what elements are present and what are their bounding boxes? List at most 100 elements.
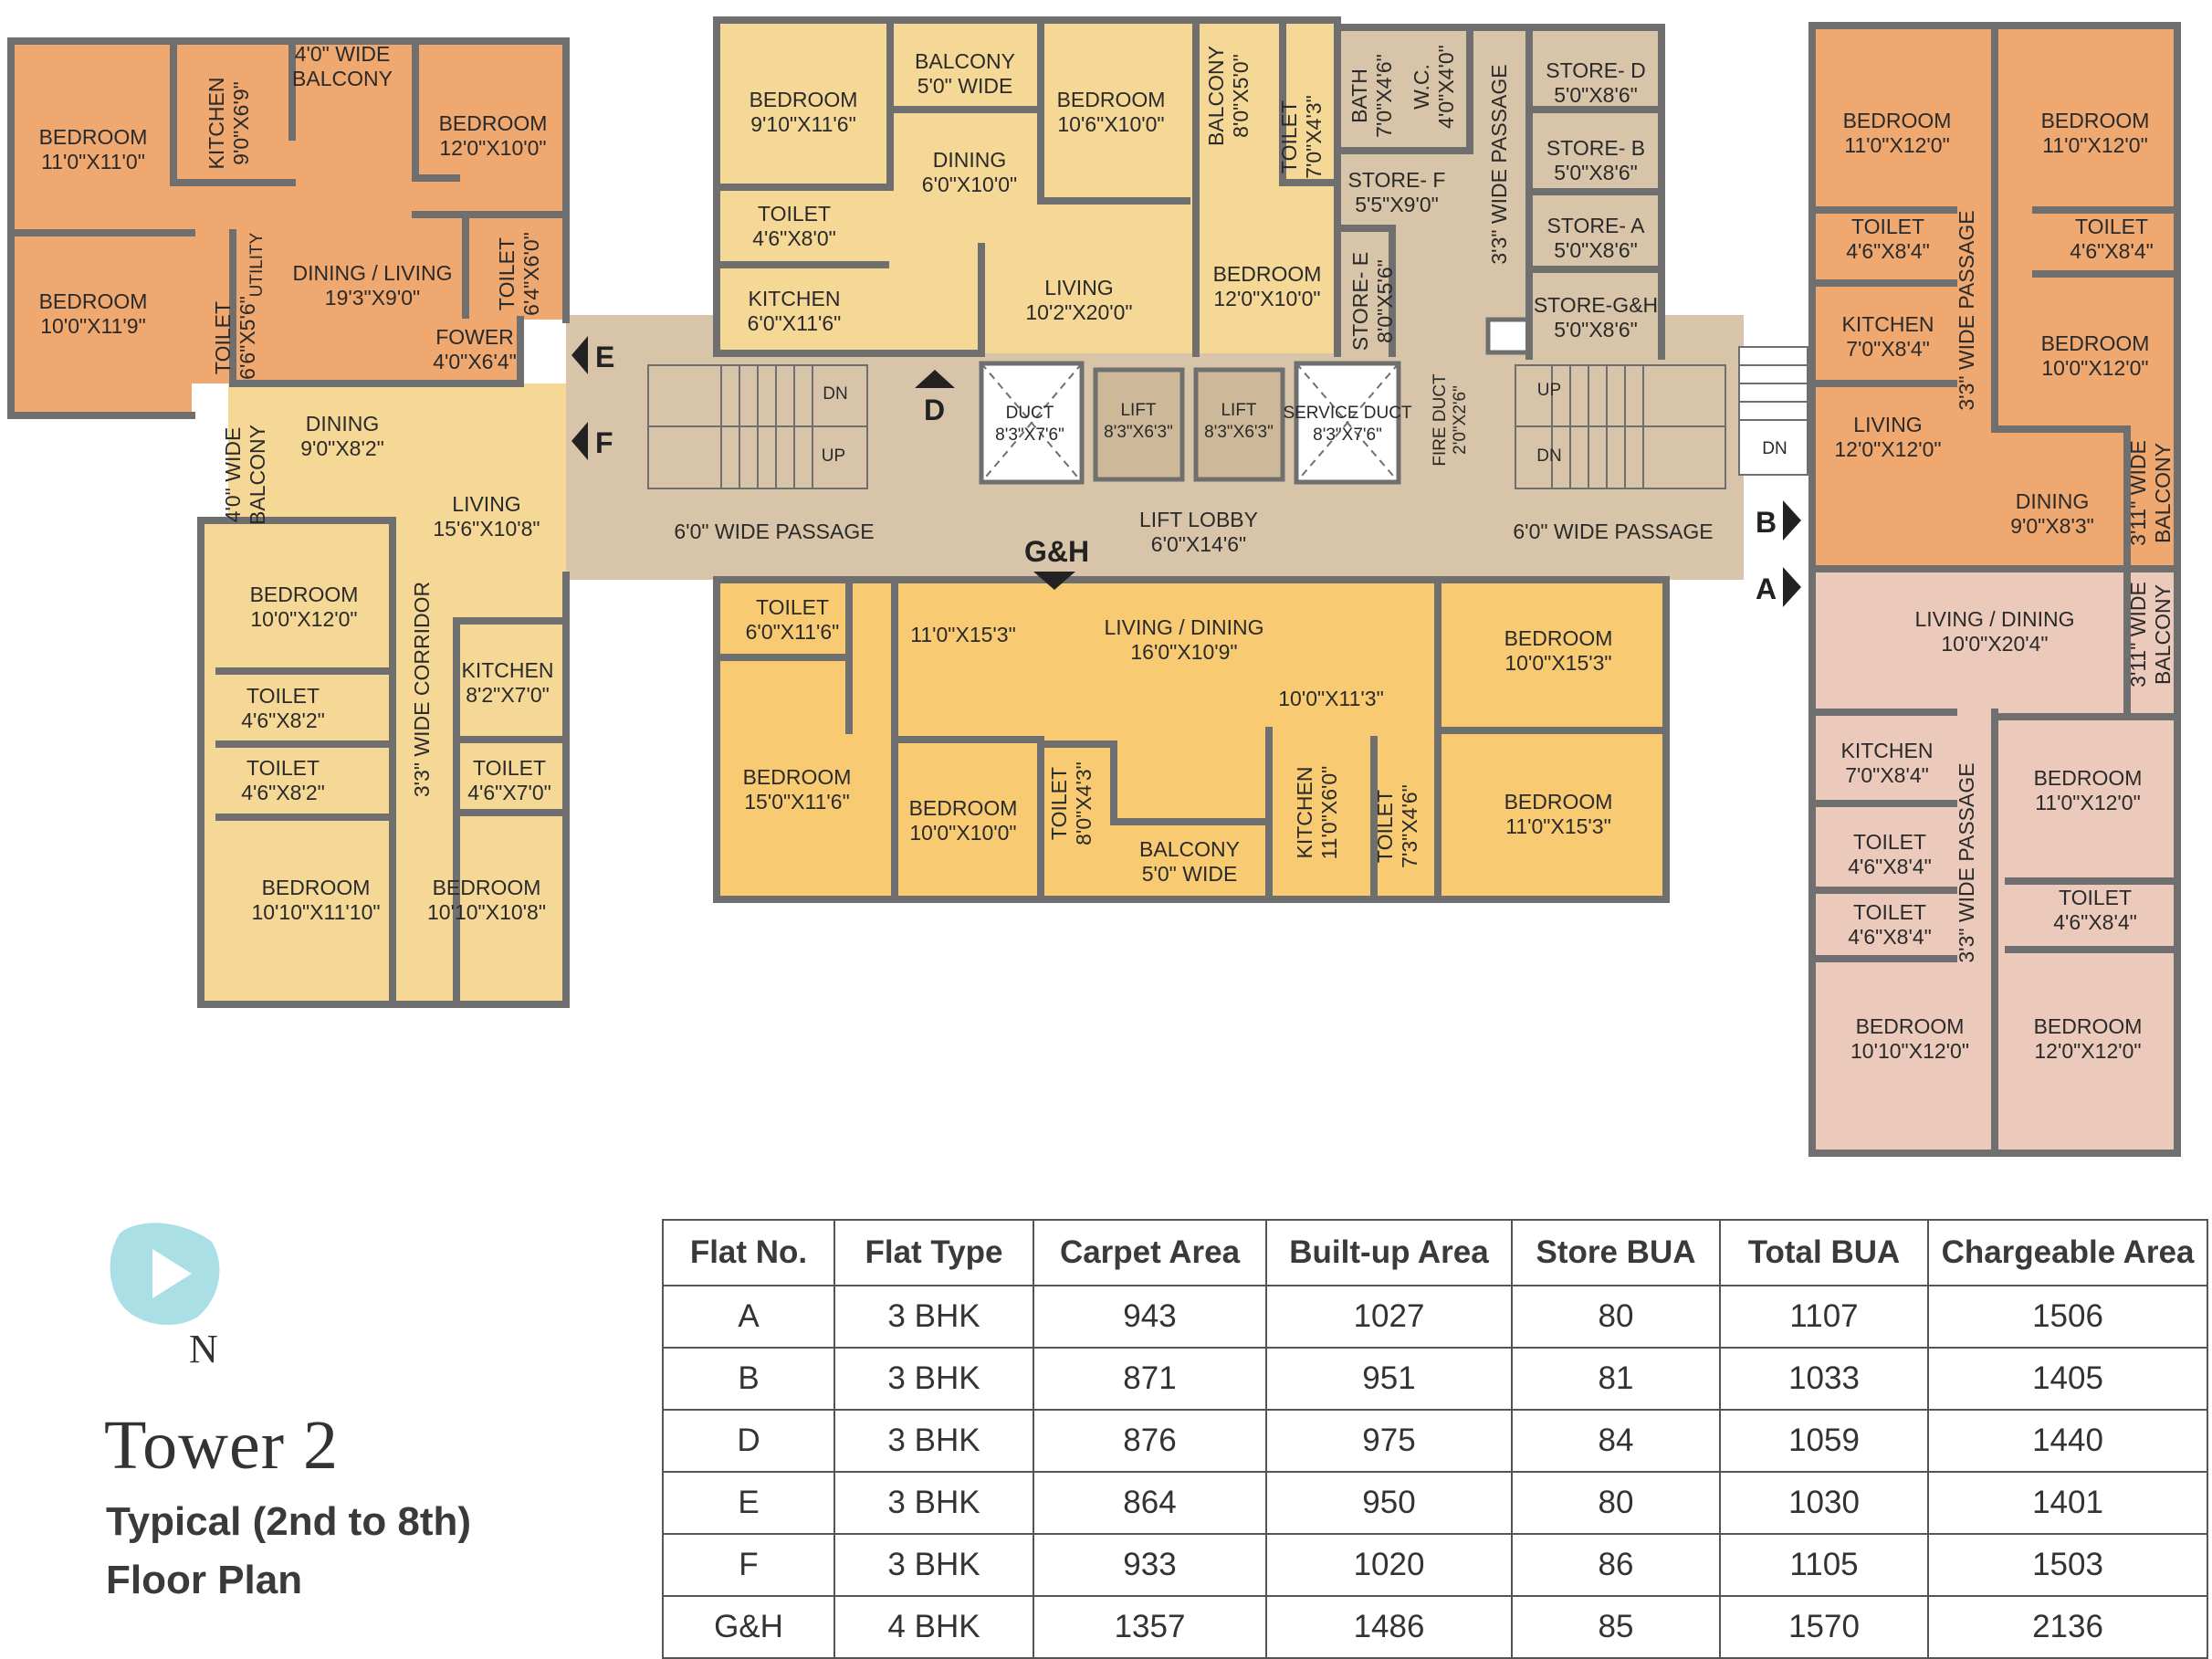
room-label: DN: [823, 384, 847, 404]
table-cell: 943: [1033, 1285, 1267, 1349]
table-row: E 3 BHK 864 950 80 1030 1401: [662, 1471, 2208, 1535]
room-label: 9'10"X11'6": [750, 112, 856, 136]
column-header: Store BUA: [1511, 1219, 1721, 1286]
room-label: 8'3"X6'3": [1204, 423, 1274, 442]
room-label: 8'3"X6'3": [1104, 423, 1173, 442]
room-label: BEDROOM: [39, 289, 148, 313]
room-label: TOILET: [211, 301, 235, 374]
entrance-d-label: D: [924, 394, 945, 426]
room-label: BEDROOM: [39, 125, 148, 149]
room-label: BEDROOM: [750, 88, 858, 111]
room-label: BALCONY: [2151, 584, 2175, 685]
table-header-row: Flat No. Flat Type Carpet Area Built-up …: [662, 1219, 2208, 1286]
room-label: BEDROOM: [1843, 109, 1952, 132]
room-label: BATH: [1347, 68, 1371, 123]
room-label: BALCONY: [2151, 443, 2175, 543]
table-cell: E: [662, 1471, 835, 1535]
logo-mark: [110, 1223, 220, 1326]
table-cell: 933: [1033, 1533, 1267, 1597]
room-label: LIFT: [1221, 401, 1256, 420]
table-cell: 871: [1033, 1347, 1267, 1411]
room-label: 8'0"X5'0": [1229, 54, 1253, 138]
entrance-gh-arrow: [1033, 572, 1075, 590]
stair-outside: [1738, 346, 1808, 476]
room-label: KITCHEN: [1842, 312, 1934, 336]
room-label: 3'3" WIDE CORRIDOR: [410, 582, 434, 797]
table-cell: 950: [1265, 1471, 1513, 1535]
core-elements: [647, 317, 1808, 489]
room-label: 19'3"X9'0": [325, 286, 420, 310]
room-label: 5'0" WIDE: [1142, 862, 1238, 886]
wall: [1334, 24, 1665, 360]
room-label: TOILET: [1373, 790, 1397, 863]
wall: [1808, 565, 2181, 1157]
column-header: Flat No.: [662, 1219, 835, 1286]
room-label: 11'0"X6'0": [1317, 766, 1341, 860]
room-label: LIVING: [452, 492, 520, 516]
table-cell: G&H: [662, 1595, 835, 1659]
room-label: DINING / LIVING: [292, 261, 452, 285]
room-label: 5'0"X8'6": [1554, 83, 1638, 107]
table-cell: 3 BHK: [833, 1471, 1034, 1535]
room-label: TOILET: [495, 237, 519, 310]
room-label: 7'0"X8'4": [1845, 763, 1929, 787]
room-label: 9'0"X8'2": [300, 436, 384, 460]
lift-1-box: [1093, 367, 1185, 482]
room-label: 4'0" WIDE: [295, 42, 391, 66]
room-label: 10'10"X10'8": [427, 900, 546, 924]
table-cell: 1506: [1927, 1285, 2208, 1349]
table-row: A 3 BHK 943 1027 80 1107 1506: [662, 1285, 2208, 1349]
room-label: UTILITY: [247, 232, 267, 297]
room-label: 15'6"X10'8": [433, 517, 540, 541]
room-label: 11'0"X12'0": [2042, 133, 2148, 157]
room-label: UP: [822, 446, 845, 466]
room-label: 4'6"X8'2": [241, 709, 325, 732]
room-label: DN: [1762, 439, 1787, 458]
room-label: DINING: [2016, 489, 2090, 513]
table-cell: 1503: [1927, 1533, 2208, 1597]
room-label: 7'3"X4'6": [1398, 784, 1421, 868]
room-label: BEDROOM: [1856, 1014, 1965, 1038]
table-cell: 951: [1265, 1347, 1513, 1411]
room-label: 7'0"X4'3": [1302, 95, 1326, 179]
room-label: STORE-G&H: [1534, 293, 1658, 317]
column-header: Carpet Area: [1033, 1219, 1267, 1286]
entrance-e-arrow: [571, 336, 588, 374]
room-label: 10'0"X20'4": [1941, 632, 2048, 656]
room-label: 10'10"X11'10": [251, 900, 380, 924]
room-label: 10'0"X11'9": [40, 314, 146, 338]
table-row: B 3 BHK 871 951 81 1033 1405: [662, 1347, 2208, 1411]
room-label: 4'6"X8'4": [1848, 925, 1932, 949]
room-label: 12'0"X12'0": [2034, 1039, 2141, 1063]
room-label: KITCHEN: [1841, 739, 1934, 762]
room-label: 3'3" WIDE PASSAGE: [1955, 762, 1978, 962]
room-label: 10'0"X12'0": [2041, 356, 2148, 380]
room-label: 5'0"X8'6": [1554, 318, 1638, 341]
table-cell: 80: [1511, 1285, 1721, 1349]
room-label: TOILET: [2059, 886, 2132, 909]
wall: [197, 517, 570, 1008]
room-label: 4'6"X8'2": [241, 781, 325, 804]
table-cell: 4 BHK: [833, 1595, 1034, 1659]
room-label: STORE- F: [1348, 168, 1446, 192]
room-label: 15'0"X11'6": [744, 790, 850, 814]
stair-left: [647, 364, 868, 489]
room-label: DN: [1536, 446, 1561, 466]
logo-play-icon: [152, 1249, 192, 1298]
room-label: 7'0"X8'4": [1846, 337, 1930, 361]
room-label: 4'0"X6'4": [433, 350, 517, 373]
room-label: 4'6"X8'4": [2053, 910, 2137, 934]
room-label: 9'0"X6'9": [229, 81, 253, 165]
plan-subtitle: Typical (2nd to 8th): [106, 1499, 472, 1544]
room-label: 12'0"X10'0": [1213, 287, 1320, 310]
page-title: Tower 2: [104, 1407, 340, 1484]
room-label: 3'3" WIDE PASSAGE: [1487, 64, 1511, 264]
room-label: BEDROOM: [2041, 109, 2150, 132]
table-cell: 1440: [1927, 1409, 2208, 1473]
room-label: 8'3"X7'6": [995, 425, 1064, 445]
table-cell: B: [662, 1347, 835, 1411]
table-cell: 3 BHK: [833, 1285, 1034, 1349]
stair-right: [1515, 364, 1726, 489]
room-label: 6'6"X5'6": [236, 296, 259, 380]
room-label: BEDROOM: [743, 765, 852, 789]
